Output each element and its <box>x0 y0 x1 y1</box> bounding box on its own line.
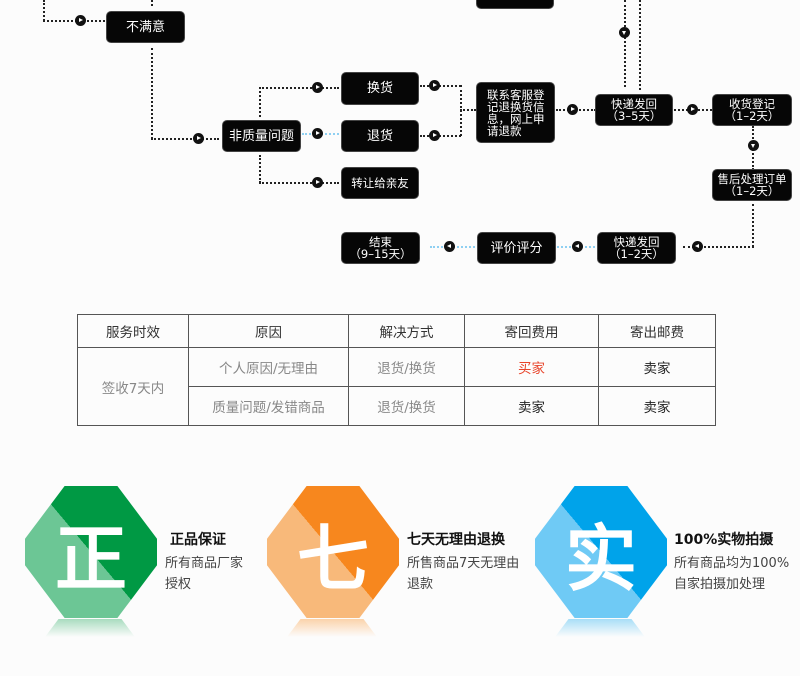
arrow-right-icon <box>429 80 440 91</box>
return-policy-table: 服务时效 原因 解决方式 寄回费用 寄出邮费 签收7天内 个人原因/无理由 退货… <box>77 314 716 426</box>
badge-desc: 所有商品均为100%自家拍摄加处理 <box>674 556 790 592</box>
flow-node-partial <box>477 0 553 8</box>
connector <box>420 135 461 137</box>
arrow-right-icon <box>567 104 578 115</box>
return-fee-cell: 买家 <box>464 347 599 387</box>
arrow-right-icon <box>312 128 323 139</box>
badge-reflection <box>287 619 377 637</box>
header-ship-fee: 寄出邮费 <box>598 314 716 348</box>
flow-node-non-quality: 非质量问题 <box>223 121 300 151</box>
badge-title: 七天无理由退换 <box>407 532 505 548</box>
return-fee-cell: 卖家 <box>464 386 599 426</box>
connector <box>683 246 754 248</box>
badge-title: 100%实物拍摄 <box>674 532 774 548</box>
header-period: 服务时效 <box>77 314 189 348</box>
badge-reflection <box>555 619 645 637</box>
table-row: 质量问题/发错商品 退货/换货 卖家 卖家 <box>78 386 716 426</box>
ship-fee-cell: 卖家 <box>598 347 716 387</box>
flow-node-transfer: 转让给亲友 <box>342 168 418 198</box>
arrow-left-icon <box>692 241 703 252</box>
ship-fee-cell: 卖家 <box>598 386 716 426</box>
connector <box>420 85 461 87</box>
flow-node-return: 退货 <box>342 121 418 151</box>
solution-cell: 退货/换货 <box>348 386 465 426</box>
arrow-right-icon <box>429 130 440 141</box>
arrow-down-icon <box>619 27 630 38</box>
seven-day-badge-icon: 七 <box>267 486 399 618</box>
badge-title: 正品保证 <box>170 532 226 548</box>
flow-node-ship-back: 快递发回 （3–5天） <box>596 95 672 125</box>
connector <box>259 87 339 89</box>
reason-cell: 个人原因/无理由 <box>188 347 349 387</box>
connector <box>43 0 45 21</box>
arrow-right-icon <box>687 104 698 115</box>
header-return-fee: 寄回费用 <box>464 314 599 348</box>
connector <box>259 182 339 184</box>
table-row: 签收7天内 个人原因/无理由 退货/换货 买家 卖家 <box>77 347 716 426</box>
header-solution: 解决方式 <box>348 314 465 348</box>
header-reason: 原因 <box>188 314 349 348</box>
table-header-row: 服务时效 原因 解决方式 寄回费用 寄出邮费 <box>77 314 716 348</box>
arrow-down-icon <box>748 140 759 151</box>
connector <box>624 0 626 87</box>
connector <box>752 204 754 247</box>
arrow-left-icon <box>444 241 455 252</box>
arrow-right-icon <box>75 15 86 26</box>
connector <box>151 138 219 140</box>
badge-desc: 所有商品厂家授权 <box>165 556 244 592</box>
flow-node-receive: 收货登记 （1–2天） <box>713 95 791 125</box>
badge-reflection <box>45 619 135 637</box>
flow-node-after-sale: 售后处理订单 （1–2天） <box>713 170 791 200</box>
arrow-left-icon <box>572 241 583 252</box>
connector <box>151 48 153 139</box>
connector <box>151 0 153 6</box>
period-cell: 签收7天内 <box>77 347 189 426</box>
flow-node-rate: 评价评分 <box>478 233 555 263</box>
solution-cell: 退货/换货 <box>348 347 465 387</box>
flow-node-unsatisfied: 不满意 <box>107 12 184 42</box>
connector <box>43 20 105 22</box>
badge-desc: 所售商品7天无理由退款 <box>407 556 520 592</box>
connector <box>259 155 261 183</box>
real-photo-badge-icon: 实 <box>535 486 667 618</box>
flow-node-exchange: 换货 <box>342 73 418 104</box>
connector <box>259 87 261 117</box>
arrow-right-icon <box>312 177 323 188</box>
connector <box>639 0 641 90</box>
flow-node-contact-service: 联系客服登 记退换货信 息，网上申 请退款 <box>477 83 554 142</box>
authentic-badge-icon: 正 <box>25 486 157 618</box>
arrow-right-icon <box>193 133 204 144</box>
reason-cell: 质量问题/发错商品 <box>188 386 349 426</box>
connector <box>460 109 476 111</box>
flow-node-end: 结束 （9–15天） <box>342 233 419 263</box>
flow-node-ship-out: 快递发回 （1–2天） <box>598 233 675 263</box>
arrow-right-icon <box>312 82 323 93</box>
